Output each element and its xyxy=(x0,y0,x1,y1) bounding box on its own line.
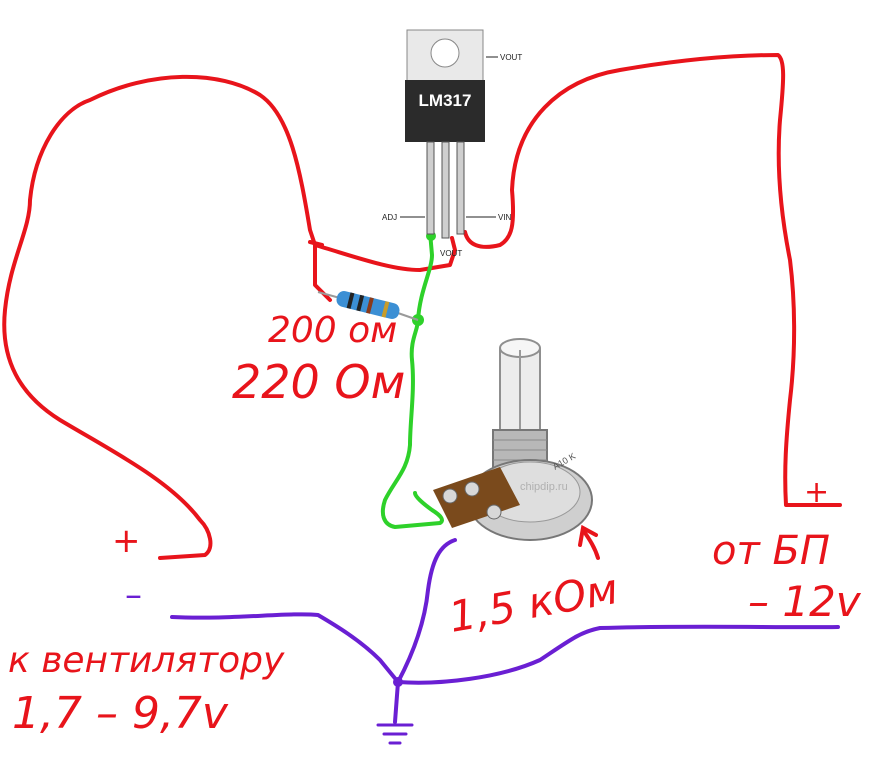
regulator-pin-vin xyxy=(456,141,465,235)
plus-left-label: + xyxy=(112,521,141,561)
pin-label-vout-top: VOUT xyxy=(500,53,522,62)
red-wire-node xyxy=(308,240,332,302)
regulator-pin-adj xyxy=(426,141,435,235)
ground-icon xyxy=(376,723,414,745)
regulator-pin-vout xyxy=(441,141,450,239)
lm317-regulator: LM317 VOUT ADJ VOUT VIN xyxy=(382,29,522,258)
purple-wire-pot xyxy=(396,538,457,684)
purple-wire-left xyxy=(170,612,400,684)
red-wire-vout xyxy=(313,236,457,272)
purple-wire-junction xyxy=(393,677,403,687)
regulator-mount-hole xyxy=(430,38,460,68)
red-wire-left-loop xyxy=(2,74,317,560)
pin-label-adj: ADJ xyxy=(382,213,397,222)
pin-label-vin: VIN xyxy=(498,213,512,222)
purple-wire-ground xyxy=(393,680,400,724)
source-label: от БП xyxy=(712,528,830,574)
watermark: chipdip.ru xyxy=(520,481,568,493)
pot-terminal-board xyxy=(433,467,520,528)
purple-wire-right xyxy=(396,624,840,685)
minus-left-label: – xyxy=(125,575,142,615)
regulator-label: LM317 xyxy=(419,91,472,110)
red-wire-right-loop xyxy=(463,53,842,507)
purple-wires xyxy=(170,538,840,724)
resistor-band-4 xyxy=(381,301,390,318)
pin-label-vout: VOUT xyxy=(440,249,462,258)
fan-label: к вентилятору xyxy=(8,640,285,681)
pot-terminal-2 xyxy=(464,481,480,497)
potentiometer: A10 K chipdip.ru xyxy=(433,338,593,541)
plus-right-label: + xyxy=(804,475,829,510)
resistor-value-label-2: 220 Ом xyxy=(232,355,405,409)
pot-terminal-1 xyxy=(442,488,458,504)
fan-range-label: 1,7 – 9,7v xyxy=(12,688,229,739)
resistor-lead-left xyxy=(317,291,341,299)
arrow-icon xyxy=(578,524,600,560)
pot-terminal-3 xyxy=(486,504,502,520)
source-voltage-label: – 12v xyxy=(748,577,862,626)
resistor-band-2 xyxy=(356,294,365,312)
resistor-band-3 xyxy=(366,297,374,314)
resistor xyxy=(317,290,419,321)
resistor-band-1 xyxy=(346,292,355,309)
regulator-body xyxy=(405,80,485,142)
resistor-value-label-1: 200 ом xyxy=(268,310,397,351)
